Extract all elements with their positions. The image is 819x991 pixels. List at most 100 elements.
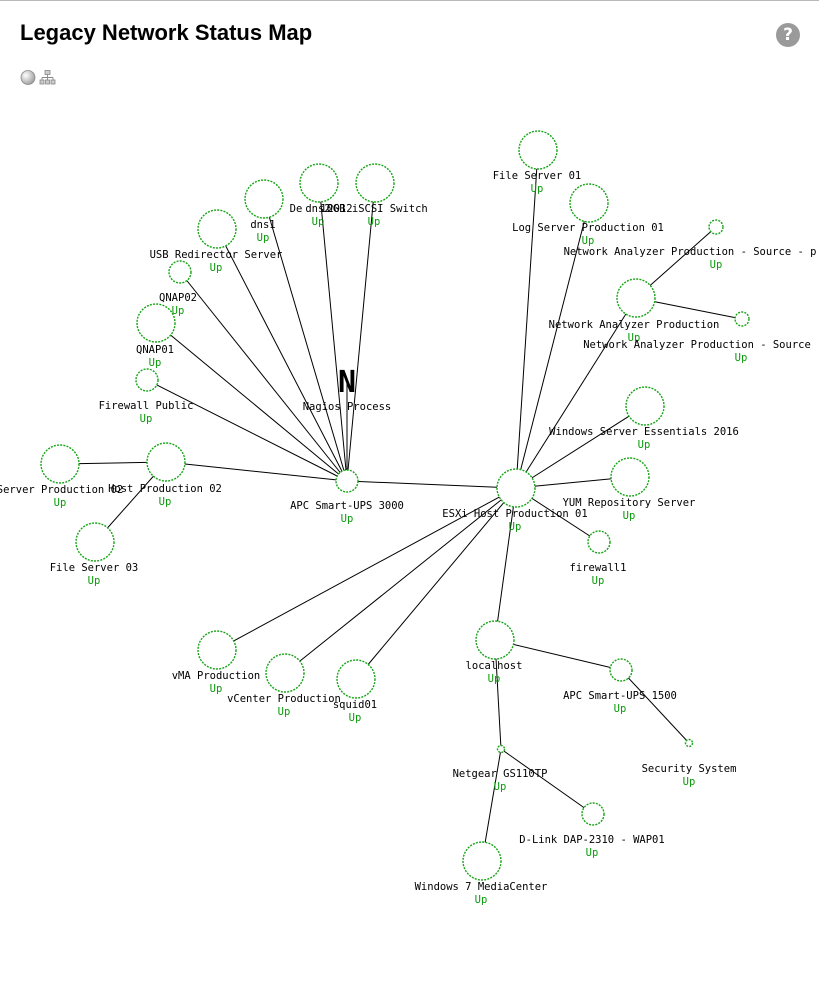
host-label[interactable]: APC Smart-UPS 1500	[563, 690, 677, 702]
host-label[interactable]: QNAP02	[159, 292, 197, 304]
host-icon[interactable]	[616, 278, 656, 318]
host-icon[interactable]	[496, 744, 506, 754]
host-icon[interactable]	[146, 442, 186, 482]
host-label[interactable]: Network Analyzer Production - Source	[583, 339, 811, 351]
host-icon[interactable]	[335, 469, 359, 493]
host-label[interactable]: Security System	[642, 763, 737, 775]
host-label[interactable]: D-Link DAP-2310 - WAP01	[519, 834, 664, 846]
host-icon[interactable]	[244, 179, 284, 219]
host-icon[interactable]	[475, 620, 515, 660]
host-label[interactable]: Host Production 02	[108, 483, 222, 495]
host-icon[interactable]	[518, 130, 558, 170]
host-icon[interactable]	[609, 658, 633, 682]
host-label[interactable]: USB Redirector Server	[150, 249, 283, 261]
host-label[interactable]: localhost	[466, 660, 523, 672]
host-icon[interactable]	[197, 630, 237, 670]
host-label[interactable]: APC Smart-UPS 3000	[290, 500, 404, 512]
host-label[interactable]: squid01	[333, 699, 377, 711]
host-node-nasrcp[interactable]: Network Analyzer Production - Source - p…	[564, 219, 817, 271]
host-label[interactable]: vMA Production	[172, 670, 261, 682]
host-status: Up	[88, 575, 101, 587]
host-icon[interactable]	[581, 802, 605, 826]
host-label[interactable]: File Server 03	[50, 562, 139, 574]
host-icon[interactable]	[569, 183, 609, 223]
host-icon[interactable]	[462, 841, 502, 881]
host-label[interactable]: Log Server Production 01	[512, 222, 664, 234]
host-icon[interactable]	[197, 209, 237, 249]
host-label[interactable]: vCenter Production	[227, 693, 341, 705]
host-label[interactable]: 10GB iSCSI Switch	[320, 203, 427, 215]
host-icon[interactable]	[684, 738, 694, 748]
link-netgear-dlink	[500, 748, 594, 815]
host-label[interactable]: dns1	[250, 219, 275, 231]
host-icon[interactable]	[708, 219, 724, 235]
host-label[interactable]: File Server 01	[493, 170, 582, 182]
host-status: Up	[140, 413, 153, 425]
tree-view-icon[interactable]	[39, 69, 56, 86]
host-icon[interactable]	[734, 311, 750, 327]
host-icon[interactable]	[625, 386, 665, 426]
host-icon[interactable]	[587, 530, 611, 554]
host-icon[interactable]	[136, 303, 176, 343]
host-label[interactable]: Netgear GS110TP	[453, 768, 548, 780]
host-label[interactable]: firewall1	[570, 562, 627, 574]
host-label[interactable]: ESXi Host Production 01	[442, 508, 587, 520]
circle-view-icon[interactable]	[20, 69, 37, 86]
host-icon[interactable]	[610, 457, 650, 497]
host-label[interactable]: Network Analyzer Production	[549, 319, 720, 331]
host-icon[interactable]	[336, 659, 376, 699]
host-label[interactable]: dns2	[305, 203, 330, 215]
help-icon[interactable]: ?	[776, 23, 800, 47]
host-label-de2012[interactable]: De	[290, 203, 303, 215]
host-icon[interactable]	[299, 163, 339, 203]
host-label[interactable]: Network Analyzer Production - Source - p	[564, 246, 817, 258]
host-icon[interactable]	[75, 522, 115, 562]
host-label[interactable]: Nagios Process	[303, 401, 392, 413]
host-icon[interactable]	[265, 653, 305, 693]
host-label[interactable]: Windows Server Essentials 2016	[549, 426, 739, 438]
host-label[interactable]: Server Production 02	[0, 484, 123, 496]
nagios-logo[interactable]: N	[338, 365, 356, 400]
host-icon[interactable]	[496, 468, 536, 508]
host-icon[interactable]	[40, 444, 80, 484]
host-node-nagios[interactable]: Nagios Process	[303, 401, 392, 413]
host-icon[interactable]	[355, 163, 395, 203]
host-label[interactable]: YUM Repository Server	[563, 497, 696, 509]
link-apc3000-dns1	[263, 198, 348, 482]
host-label[interactable]: QNAP01	[136, 344, 174, 356]
host-label[interactable]: Firewall Public	[99, 400, 194, 412]
host-label-de2012-suffix[interactable]: 2012	[327, 203, 352, 215]
host-icon[interactable]	[135, 368, 159, 392]
host-icon[interactable]	[168, 260, 192, 284]
host-status: Up	[614, 703, 627, 715]
host-label[interactable]: Windows 7 MediaCenter	[415, 881, 548, 893]
